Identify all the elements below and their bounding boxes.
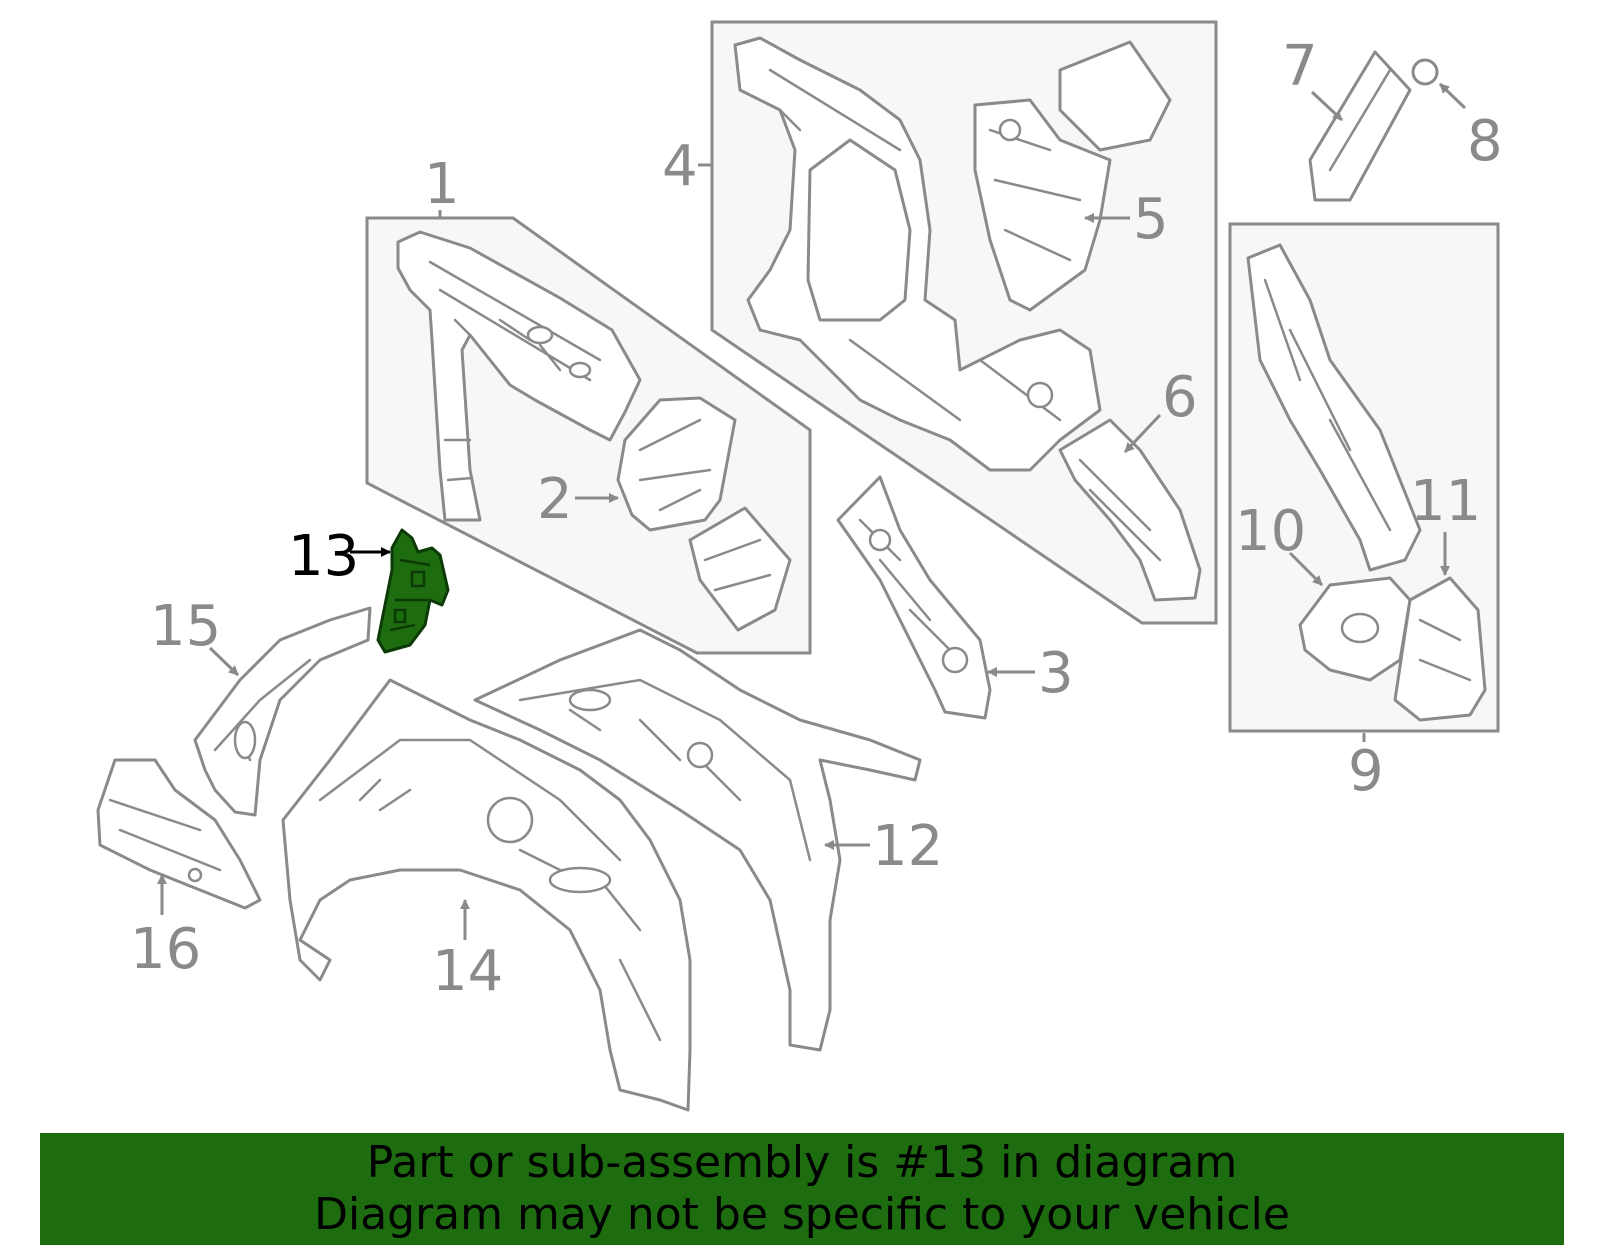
callout-16: 16 [130, 917, 201, 982]
banner-line-1: Part or sub-assembly is #13 in diagram [366, 1137, 1238, 1188]
part-4 [733, 36, 1102, 472]
callout-9: 9 [1348, 739, 1384, 804]
part-13-highlighted [376, 528, 450, 654]
part-12 [473, 628, 922, 1052]
part-3 [836, 475, 992, 720]
part-15 [193, 606, 372, 817]
part-16 [96, 758, 262, 910]
part-8 [1411, 58, 1439, 86]
callout-6: 6 [1162, 365, 1198, 430]
callout-3: 3 [1038, 641, 1074, 706]
callout-15: 15 [150, 594, 221, 659]
callout-12: 12 [872, 814, 943, 879]
part-14 [281, 678, 692, 1112]
callout-7: 7 [1282, 34, 1318, 99]
part-7 [1308, 50, 1412, 202]
callout-4: 4 [662, 134, 698, 199]
callout-1: 1 [424, 152, 460, 217]
part-6 [1058, 418, 1202, 602]
callout-13: 13 [288, 524, 359, 589]
callout-8: 8 [1467, 109, 1503, 174]
callout-14: 14 [432, 939, 503, 1004]
info-banner: Part or sub-assembly is #13 in diagram D… [40, 1133, 1564, 1245]
part-1 [396, 230, 642, 522]
part-9 [1246, 243, 1422, 572]
banner-line-2: Diagram may not be specific to your vehi… [314, 1189, 1290, 1240]
part-5 [973, 40, 1172, 312]
callout-5: 5 [1133, 187, 1169, 252]
part-2 [616, 396, 792, 632]
callout-11: 11 [1410, 469, 1481, 534]
callout-2: 2 [537, 467, 573, 532]
callout-10: 10 [1235, 499, 1306, 564]
part-11 [1393, 576, 1487, 722]
